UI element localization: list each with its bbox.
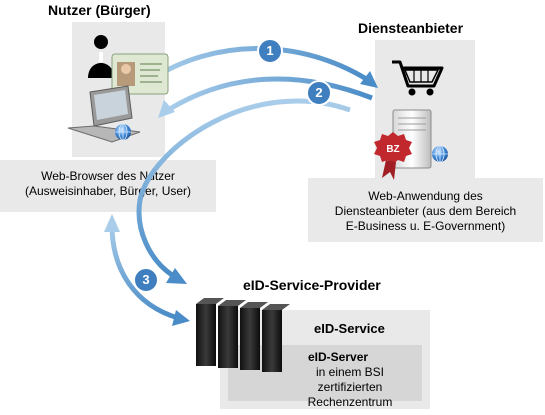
server-unit-4 xyxy=(262,304,290,372)
id-card-icon xyxy=(111,53,169,95)
shopping-cart-icon xyxy=(392,60,444,96)
eid-server-box: eID-Server in einem BSI zertifizierten R… xyxy=(228,345,422,409)
provider-title: Diensteanbieter xyxy=(358,20,464,36)
provider-caption-line-1: Web-Anwendung des xyxy=(368,189,483,203)
user-caption-line-1: Web-Browser des Nutzer xyxy=(41,169,175,183)
step-label-2: 2 xyxy=(315,85,323,100)
provider-caption-panel xyxy=(308,178,543,242)
arrow-step-3 xyxy=(104,214,190,326)
eid-server-line-2: zertifizierten Rechenzentrum xyxy=(307,380,393,409)
person-icon xyxy=(88,35,114,78)
arrow-step-2 xyxy=(158,76,373,118)
bz-seal-icon: BZ xyxy=(374,132,412,180)
bz-seal-label: BZ xyxy=(386,144,399,155)
eid-provider-title: eID-Service-Provider xyxy=(243,277,381,293)
server-unit-2 xyxy=(218,300,246,368)
provider-caption-line-2: Diensteanbieter (aus dem Bereich xyxy=(334,204,517,218)
user-caption-line-2: (Ausweisinhaber, Bürger, User) xyxy=(24,184,192,198)
provider-caption: Web-Anwendung des Diensteanbieter (aus d… xyxy=(308,189,543,234)
provider-caption-line-3: E-Business u. E-Government) xyxy=(345,219,506,233)
server-unit-3 xyxy=(240,302,268,370)
user-caption-panel xyxy=(0,160,216,212)
arrow-provider-to-eid xyxy=(136,98,351,284)
provider-globe-icon xyxy=(432,145,448,163)
eid-server-title: eID-Server xyxy=(308,350,369,364)
eid-server-line-1: in einem BSI xyxy=(315,365,385,379)
step-circle-2 xyxy=(306,80,332,106)
user-title: Nutzer (Bürger) xyxy=(48,2,151,18)
globe-icon xyxy=(115,123,131,141)
step-circle-3 xyxy=(133,267,159,293)
user-caption: Web-Browser des Nutzer (Ausweisinhaber, … xyxy=(0,169,216,199)
server-unit-1 xyxy=(196,298,224,366)
step-label-1: 1 xyxy=(266,43,274,58)
step-circle-1 xyxy=(257,38,283,64)
server-rack-icon xyxy=(196,298,290,372)
step-label-3: 3 xyxy=(142,272,150,287)
eid-service-title: eID-Service xyxy=(314,321,385,336)
